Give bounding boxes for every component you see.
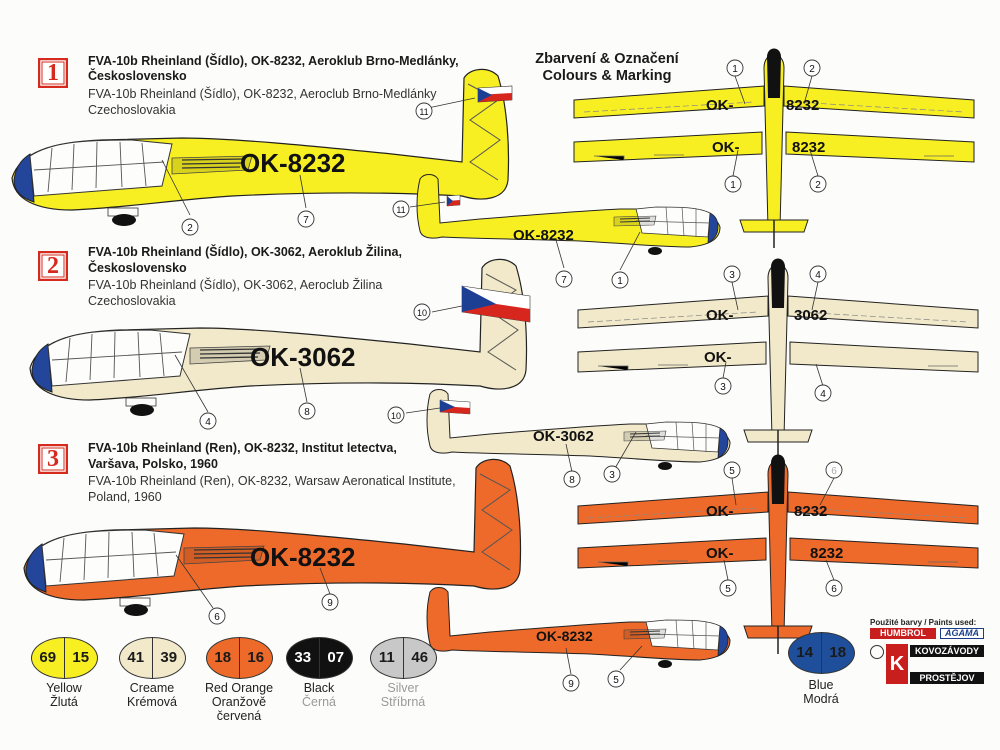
reg-3-large: OK-8232 — [250, 542, 356, 572]
paint-code-left: 41 — [120, 638, 153, 678]
callout-5: 5 — [725, 584, 731, 595]
paint-code-left: 18 — [207, 638, 240, 678]
reg-2-small: OK-3062 — [533, 428, 594, 445]
scheme-2-title-en-2: Czechoslovakia — [88, 294, 176, 308]
paint-code-left: 69 — [32, 638, 65, 678]
callout-5: 5 — [729, 466, 735, 477]
paint-code-right: 16 — [247, 649, 265, 666]
scheme-1-title-en-2: Czechoslovakia — [88, 103, 176, 117]
callout-6: 6 — [831, 466, 837, 477]
scheme-2-title-cz-2: Československo — [88, 261, 187, 275]
callout-3: 3 — [729, 270, 735, 281]
scheme-badge-3: 3 — [38, 444, 68, 474]
glider-2-side-large — [29, 258, 528, 417]
callout-6: 6 — [214, 612, 220, 623]
scheme-badge-number: 1 — [47, 60, 59, 86]
scheme-2-title-cz-1: FVA-10b Rheinland (Šídlo), OK-3062, Aero… — [88, 245, 402, 259]
paint-code-right: 18 — [829, 644, 847, 661]
paint-code-right: 07 — [327, 649, 345, 666]
reg-3-top-left: OK- — [706, 503, 734, 520]
colours-title-en: Colours & Marking — [542, 68, 672, 84]
callout-8: 8 — [304, 407, 310, 418]
scheme-badge-number: 3 — [47, 446, 59, 472]
callout-11: 11 — [419, 107, 428, 117]
scheme-1-title-cz-2: Československo — [88, 69, 187, 83]
colours-title-cz: Zbarvení & Označení — [535, 51, 679, 67]
callout-2: 2 — [809, 64, 815, 75]
callout-10: 10 — [417, 308, 427, 318]
paint-chip-silver: 11 46 — [370, 637, 437, 679]
scheme-3-title-en-1: FVA-10b Rheinland (Ren), OK-8232, Warsaw… — [88, 474, 456, 488]
reg-2-under-left: OK- — [704, 349, 732, 366]
callout-1: 1 — [617, 276, 623, 287]
scheme-2-title-en-1: FVA-10b Rheinland (Šídlo), OK-3062, Aero… — [88, 278, 383, 292]
callout-4: 4 — [815, 270, 821, 281]
reg-1-top-left: OK- — [706, 97, 734, 114]
paint-code-left: 33 — [287, 638, 320, 678]
paint-chip-yellow: 69 15 — [31, 637, 98, 679]
callout-10: 10 — [391, 411, 401, 421]
reg-3-small: OK-8232 — [536, 628, 593, 644]
paint-code-left: 11 — [371, 638, 404, 678]
kovozavody-logo: KOVOZÁVODY — [910, 645, 984, 657]
paint-code-left: 14 — [789, 633, 822, 673]
paint-chip-black: 33 07 — [286, 637, 353, 679]
callout-4: 4 — [820, 389, 826, 400]
kovozavody-k-icon: K — [886, 644, 908, 684]
callout-8: 8 — [569, 475, 575, 486]
scheme-1-title-cz-1: FVA-10b Rheinland (Šídlo), OK-8232, Aero… — [88, 54, 459, 68]
scheme-3-title-cz-1: FVA-10b Rheinland (Ren), OK-8232, Instit… — [88, 441, 397, 455]
scheme-badge-number: 2 — [47, 253, 59, 279]
paint-chip-cream: 41 39 — [119, 637, 186, 679]
agama-logo: AGAMA — [940, 628, 984, 639]
reg-1-small: OK-8232 — [513, 227, 574, 244]
callout-9: 9 — [327, 598, 333, 609]
callout-7: 7 — [561, 275, 567, 286]
callout-4: 4 — [205, 417, 211, 428]
paint-code-right: 46 — [411, 649, 429, 666]
scheme-3-title-en-2: Poland, 1960 — [88, 490, 162, 504]
prostejov-logo: PROSTĚJOV — [910, 672, 984, 684]
reg-1-under-left: OK- — [712, 139, 740, 156]
humbrol-logo: HUMBROL — [870, 628, 936, 639]
callout-9: 9 — [568, 679, 574, 690]
callout-1: 1 — [730, 180, 736, 191]
callout-6: 6 — [831, 584, 837, 595]
kovozavody-emblem-icon — [870, 645, 884, 659]
reg-2-top-left: OK- — [706, 307, 734, 324]
callout-3: 3 — [720, 382, 726, 393]
scheme-badge-2: 2 — [38, 251, 68, 281]
reg-1-large: OK-8232 — [240, 148, 346, 178]
callout-5: 5 — [613, 675, 619, 686]
scheme-1-title-en-1: FVA-10b Rheinland (Šídlo), OK-8232, Aero… — [88, 87, 437, 101]
scheme-3-title-cz-2: Varšava, Polsko, 1960 — [88, 457, 218, 471]
reg-3-under-left: OK- — [706, 545, 734, 562]
reg-1-under-right: 8232 — [792, 139, 825, 156]
reg-3-under-right: 8232 — [810, 545, 843, 562]
reg-1-top-right: 8232 — [786, 97, 819, 114]
callout-11: 11 — [396, 205, 405, 215]
callout-3: 3 — [609, 470, 615, 481]
callout-1: 1 — [732, 64, 738, 75]
reg-2-large: OK-3062 — [250, 342, 356, 372]
paints-used-label: Použité barvy / Paints used: — [870, 618, 977, 627]
paint-code-right: 15 — [72, 649, 90, 666]
reg-2-top-right: 3062 — [794, 307, 827, 324]
callout-2: 2 — [815, 180, 821, 191]
paint-chip-red-orange: 18 16 — [206, 637, 273, 679]
reg-3-top-right: 8232 — [794, 503, 827, 520]
paint-code-right: 39 — [160, 649, 178, 666]
scheme-badge-1: 1 — [38, 58, 68, 88]
callout-2: 2 — [187, 223, 193, 234]
callout-7: 7 — [303, 215, 309, 226]
paint-chip-blue: 14 18 — [788, 632, 855, 674]
